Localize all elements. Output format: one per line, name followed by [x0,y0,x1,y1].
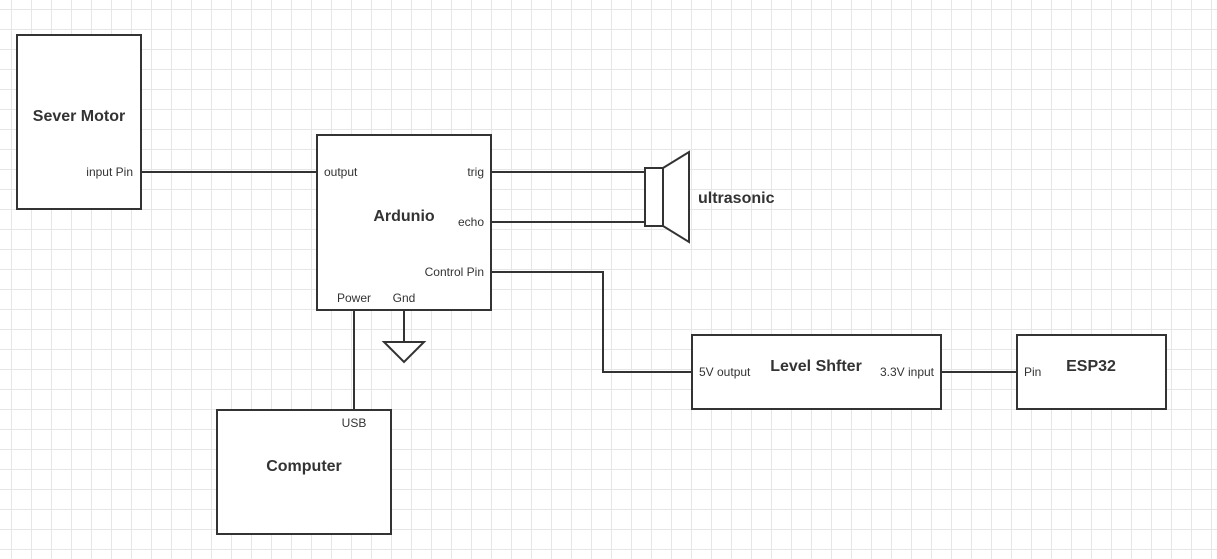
speaker-icon-cone [662,150,690,244]
level-shifter-3v3-pin-label: 3.3V input [879,365,934,379]
arduino-power-pin-label: Power [336,291,372,305]
level-shifter-5v-pin-label: 5V output [699,365,751,379]
esp32-title: ESP32 [1066,358,1116,375]
level-shifter-title: Level Shfter [770,358,862,375]
ground-icon [381,341,427,364]
arduino-title: Ardunio [373,208,435,225]
ultrasonic-label: ultrasonic [698,190,775,207]
servo-input-pin-label: input Pin [86,165,133,179]
esp32-block[interactable] [1016,334,1167,410]
wire-control-to-level-shifter [491,271,691,373]
arduino-output-pin-label: output [324,165,358,179]
computer-title: Computer [266,458,342,475]
speaker-icon-body [644,167,664,227]
computer-usb-pin-label: USB [341,416,367,430]
arduino-gnd-pin-label: Gnd [392,291,416,305]
arduino-control-pin-label: Control Pin [424,265,484,279]
arduino-trig-pin-label: trig [467,165,484,179]
level-shifter-block[interactable] [691,334,942,410]
esp32-pin-label: Pin [1024,365,1042,379]
arduino-echo-pin-label: echo [457,215,484,229]
computer-block[interactable] [216,409,392,535]
servo-motor-title: Sever Motor [32,108,126,125]
arduino-block[interactable] [316,134,492,311]
servo-motor-block[interactable] [16,34,142,210]
